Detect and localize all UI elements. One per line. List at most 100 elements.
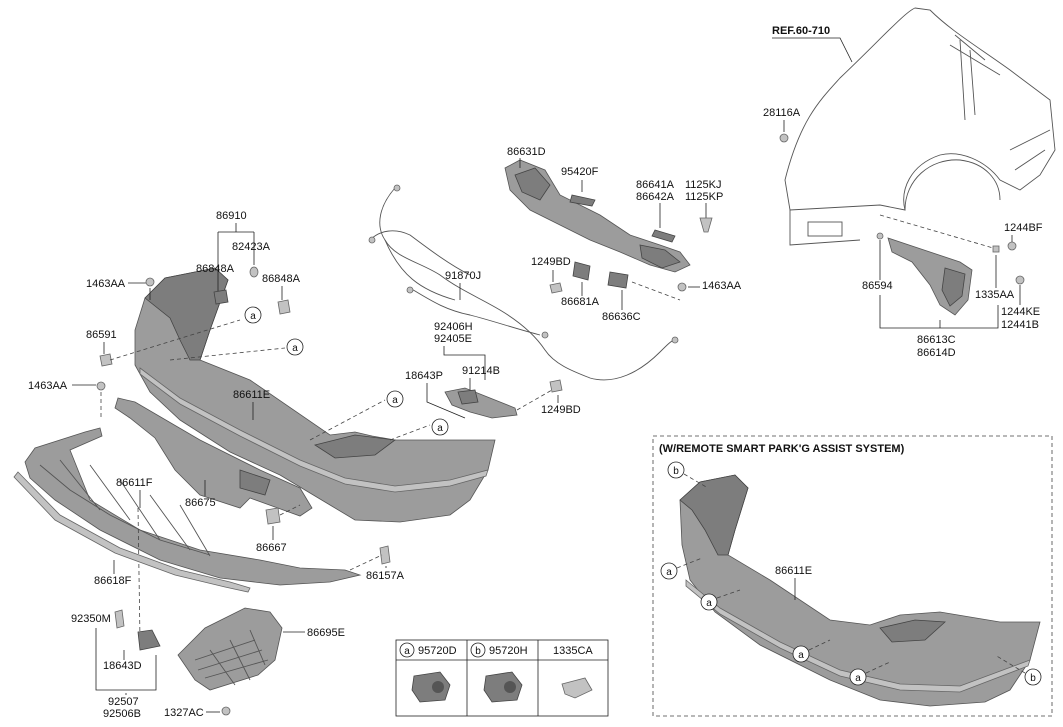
svg-text:a: a: [404, 646, 410, 657]
side-bracket-86613C: [887, 237, 973, 316]
lower-diffuser-86675: [114, 397, 313, 517]
svg-text:b: b: [1030, 673, 1036, 684]
clip-1463AA-lower: [96, 381, 106, 391]
part-label-1335AA: 1335AA: [975, 289, 1015, 301]
part-label-92405E: 92405E: [434, 333, 472, 345]
part-label-1463AA-right: 1463AA: [702, 280, 742, 292]
part-label-1249BD: 1249BD: [531, 256, 571, 268]
part-label-86614D: 86614D: [917, 347, 956, 359]
svg-text:a: a: [855, 673, 861, 684]
part-label-86611F: 86611F: [116, 477, 153, 489]
part-label-86910: 86910: [216, 210, 247, 222]
part-label-12441B: 12441B: [1001, 319, 1039, 331]
wiring-harness-91870J: [368, 184, 679, 381]
svg-text:a: a: [392, 395, 398, 406]
svg-text:a: a: [706, 598, 712, 609]
nut-1335AA: [992, 245, 1000, 253]
part-label-86848A-right: 86848A: [262, 273, 301, 285]
svg-text:95720D: 95720D: [418, 645, 457, 657]
svg-text:1335CA: 1335CA: [553, 645, 593, 657]
part-label-86157A: 86157A: [366, 570, 405, 582]
remote-box-title: (W/REMOTE SMART PARK'G ASSIST SYSTEM): [659, 443, 905, 455]
bolt-86591: [99, 353, 113, 367]
rear-bumper-cover-86611E: [134, 267, 496, 523]
callout-a-box-4: a: [849, 668, 867, 686]
part-label-1125KJ: 1125KJ: [685, 179, 722, 191]
park-sensor-95720D-icon: [411, 671, 451, 703]
screw-1244BF: [1007, 241, 1017, 251]
svg-text:a: a: [250, 311, 256, 322]
bracket-86641A: [651, 229, 676, 243]
legend-table: a 95720D b 95720H 1335CA: [395, 639, 609, 717]
clip-86848A-right: [277, 299, 291, 315]
part-label-86675: 86675: [185, 497, 216, 509]
part-label-18643P: 18643P: [405, 370, 443, 382]
clip-1463AA-right: [677, 282, 687, 292]
part-label-86611E-variant: 86611E: [775, 565, 812, 577]
quarter-panel-illustration: [784, 7, 1056, 246]
part-label-1244BF: 1244BF: [1004, 222, 1043, 234]
screw-1244KE: [1015, 275, 1025, 285]
svg-text:95720H: 95720H: [489, 645, 528, 657]
bumper-beam-86631D: [504, 159, 691, 273]
bolt-1249BD-upper: [549, 282, 563, 294]
callout-a-box-1: a: [660, 562, 678, 580]
camera-18643D: [137, 629, 161, 651]
svg-text:a: a: [292, 343, 298, 354]
callout-a-3: a: [386, 390, 404, 408]
part-label-91870J: 91870J: [445, 270, 481, 282]
clip-28116A: [779, 133, 789, 143]
part-label-86594: 86594: [862, 280, 893, 292]
bracket-86681A: [572, 261, 591, 281]
callout-a-1: a: [244, 306, 262, 324]
lower-garnish-86611F: [24, 427, 362, 586]
part-label-28116A: 28116A: [763, 107, 801, 119]
svg-text:a: a: [798, 650, 804, 661]
park-sensor-95720H-icon: [483, 671, 523, 703]
part-label-92350M: 92350M: [71, 613, 111, 625]
part-label-86618F: 86618F: [94, 575, 132, 587]
bracket-86667: [265, 507, 281, 525]
callout-a-4: a: [431, 418, 449, 436]
part-label-86667: 86667: [256, 542, 287, 554]
clip-86594: [876, 232, 884, 240]
svg-text:a: a: [666, 567, 672, 578]
part-label-1244KE: 1244KE: [1001, 306, 1040, 318]
part-label-95420F: 95420F: [561, 166, 599, 178]
part-label-82423A: 82423A: [232, 241, 271, 253]
part-label-86636C: 86636C: [602, 311, 641, 323]
part-label-1327AC: 1327AC: [164, 707, 204, 719]
part-label-1463AA-lower: 1463AA: [28, 380, 68, 392]
part-label-1125KP: 1125KP: [685, 191, 723, 203]
legend-b: b 95720H: [470, 642, 528, 703]
undercover-86695E: [177, 607, 283, 691]
part-label-86848A-left: 86848A: [196, 263, 235, 275]
reflector-lamp-92406H: [444, 387, 518, 419]
grommet-82423A: [249, 266, 259, 278]
clip-1327AC: [221, 706, 231, 716]
part-label-86591: 86591: [86, 329, 117, 341]
part-label-1463AA-left: 1463AA: [86, 278, 126, 290]
part-label-86611E: 86611E: [233, 389, 270, 401]
callout-b-top: b: [667, 461, 685, 479]
ref-label: REF.60-710: [772, 25, 830, 37]
legend-1335CA: 1335CA: [553, 645, 593, 699]
part-label-92506B: 92506B: [103, 708, 141, 720]
part-label-86613C: 86613C: [917, 334, 956, 346]
legend-a: a 95720D: [399, 642, 457, 703]
part-label-86681A: 86681A: [561, 296, 600, 308]
remote-park-assist-box: (W/REMOTE SMART PARK'G ASSIST SYSTEM) 86…: [652, 435, 1053, 717]
part-label-1249BD-lower: 1249BD: [541, 404, 581, 416]
part-label-86631D: 86631D: [507, 146, 546, 158]
clip-1335CA-icon: [561, 677, 593, 699]
part-label-92507: 92507: [108, 696, 139, 708]
part-label-86641A: 86641A: [636, 179, 675, 191]
bolt-92350M: [114, 609, 125, 629]
pad-95420F: [569, 194, 596, 207]
bolt-1249BD-lower: [549, 379, 563, 393]
part-label-86642A: 86642A: [636, 191, 675, 203]
clip-86848A-left: [213, 289, 229, 305]
svg-text:b: b: [475, 646, 481, 657]
svg-text:a: a: [437, 423, 443, 434]
